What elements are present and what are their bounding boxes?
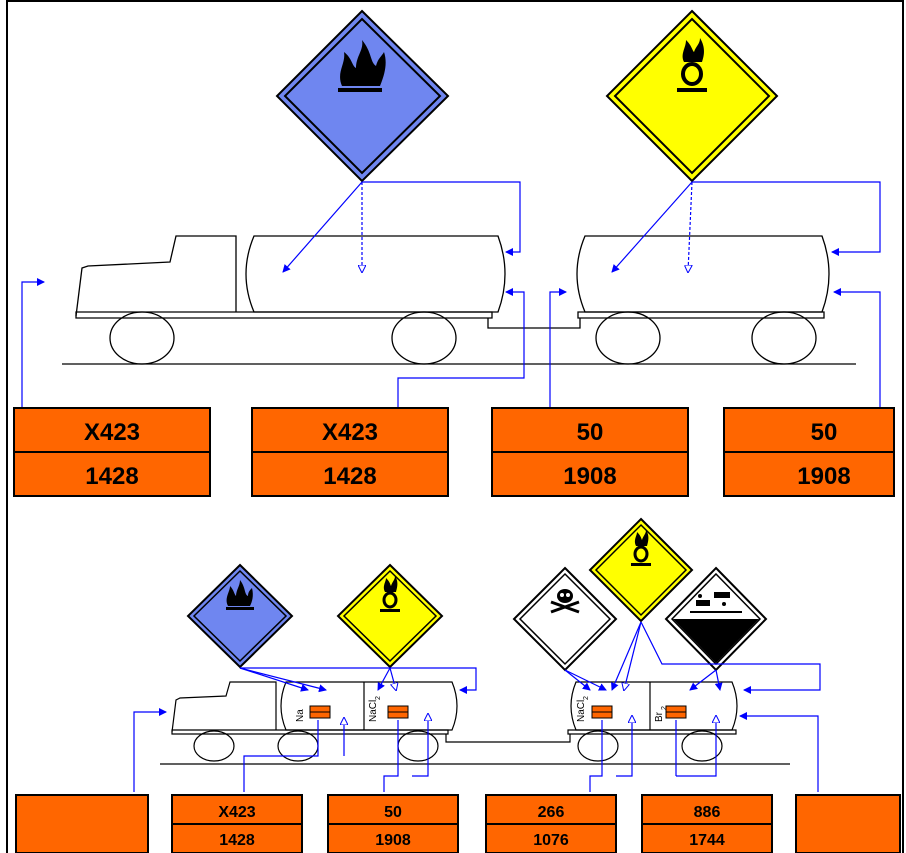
bottom-oxidizer-sign-2 [588, 517, 694, 623]
svg-text:Br: Br [654, 711, 665, 722]
bottom-toxic-sign [512, 566, 618, 672]
plate-un-number: 1908 [375, 832, 411, 849]
top-flammable-sign [275, 9, 450, 183]
top-truck [75, 235, 830, 365]
svg-text:2: 2 [375, 696, 382, 700]
skull-crossbones-icon [550, 589, 580, 614]
plate-hazard-number: X423 [322, 419, 378, 446]
bottom-plate-1 [15, 794, 149, 853]
compartment-label-br2: Br 2 [654, 706, 668, 722]
top-plate-1: X423 1428 [13, 407, 211, 497]
svg-text:NaCl: NaCl [368, 700, 379, 722]
flame-icon [226, 580, 254, 610]
bottom-corrosive-sign [664, 566, 768, 672]
svg-text:NaCl: NaCl [576, 700, 587, 722]
top-oxidizer-sign [605, 9, 779, 183]
top-arrows [21, 181, 881, 408]
plate-un-number: 1428 [85, 463, 138, 490]
bottom-plate-5: 886 1744 [641, 794, 773, 853]
top-plate-4: 50 1908 [723, 407, 895, 497]
plate-hazard-number: 50 [577, 419, 604, 446]
svg-text:2: 2 [583, 696, 590, 700]
bottom-plate-6 [795, 794, 901, 853]
bottom-flammable-sign [186, 563, 294, 669]
diagram-frame [6, 0, 904, 853]
compartment-label-nacl2-truck: NaCl 2 [368, 696, 382, 722]
flame-over-circle-icon [677, 38, 707, 92]
top-plate-3: 50 1908 [491, 407, 689, 497]
plate-un-number: 1908 [563, 463, 616, 490]
flame-icon [338, 40, 386, 92]
bottom-truck [171, 681, 738, 762]
bottom-arrows [133, 621, 821, 792]
plate-un-number: 1428 [323, 463, 376, 490]
plate-hazard-number: X423 [84, 419, 140, 446]
mini-plates [309, 705, 687, 719]
plate-hazard-number: 266 [538, 804, 565, 821]
plate-un-number: 1076 [533, 832, 569, 849]
flame-over-circle-icon [631, 530, 651, 566]
plate-hazard-number: 50 [811, 419, 838, 446]
bottom-plate-4: 266 1076 [485, 794, 617, 853]
top-plate-2: X423 1428 [251, 407, 449, 497]
plate-un-number: 1744 [689, 832, 725, 849]
bottom-plate-2: X423 1428 [171, 794, 303, 853]
compartment-label-nacl2-trailer: NaCl 2 [576, 696, 590, 722]
plate-un-number: 1908 [797, 463, 850, 490]
plate-hazard-number: 886 [694, 804, 721, 821]
plate-un-number: 1428 [219, 832, 255, 849]
flame-over-circle-icon [380, 576, 400, 612]
bottom-oxidizer-sign-1 [336, 563, 444, 669]
corrosion-icon [690, 592, 742, 613]
plate-hazard-number: X423 [218, 804, 255, 821]
compartment-label-na: Na [295, 709, 306, 722]
bottom-plate-3: 50 1908 [327, 794, 459, 853]
plate-hazard-number: 50 [384, 804, 402, 821]
svg-text:2: 2 [661, 706, 668, 710]
